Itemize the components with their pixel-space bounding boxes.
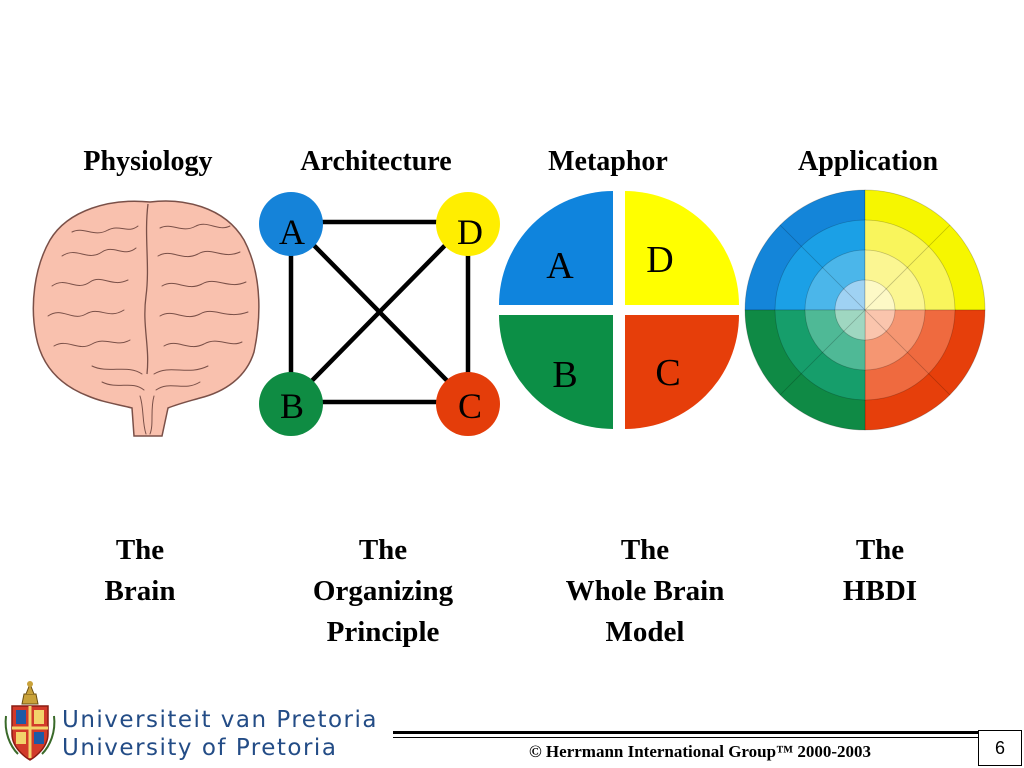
arch-node-a: A	[259, 192, 323, 256]
arch-node-c: C	[436, 372, 500, 436]
university-name-english: University of Pretoria	[62, 735, 338, 761]
hbdi-spoke	[864, 309, 951, 396]
whole-brain-model: A D B C	[499, 191, 739, 429]
caption-organizing-line-1: The	[358, 534, 408, 566]
hbdi-segment-a-ring-4	[834, 279, 866, 311]
heading-physiology: Physiology	[83, 146, 213, 177]
arch-node-a-label: A	[279, 212, 305, 252]
caption-brain-line-1: The	[115, 534, 165, 566]
hbdi-segment-d-ring-4	[864, 279, 896, 311]
caption-the-hbdi: The HBDI	[810, 530, 950, 612]
caption-brain-line-2: Brain	[104, 575, 176, 607]
metaphor-label-c: C	[655, 352, 680, 394]
heading-architecture: Architecture	[300, 146, 452, 177]
caption-organizing-line-2: Organizing	[312, 575, 454, 607]
architecture-diagram: A D B C	[259, 192, 500, 436]
caption-organizing-principle: The Organizing Principle	[288, 530, 478, 653]
metaphor-quadrant-a	[499, 191, 613, 305]
hbdi-spoke	[779, 309, 866, 396]
hbdi-spoke	[864, 224, 951, 311]
footer-rule-thin	[393, 737, 978, 738]
metaphor-quadrant-b	[499, 315, 613, 429]
caption-whole-brain-line-2: Whole Brain	[565, 575, 725, 607]
copyright-notice: © Herrmann International Group™ 2000-200…	[528, 742, 871, 761]
university-crest	[4, 681, 56, 761]
metaphor-label-b: B	[552, 354, 577, 396]
caption-whole-brain-line-1: The	[620, 534, 670, 566]
hbdi-segment-c-ring-4	[864, 309, 896, 341]
arch-node-b-label: B	[280, 386, 304, 426]
metaphor-quadrant-c	[625, 315, 739, 429]
metaphor-label-a: A	[546, 245, 574, 287]
page-number: 6	[978, 730, 1022, 766]
arch-node-c-label: C	[458, 386, 482, 426]
caption-the-brain: The Brain	[70, 530, 210, 612]
hbdi-segment-b-ring-4	[834, 309, 866, 341]
arch-node-d: D	[436, 192, 500, 256]
heading-application: Application	[797, 146, 939, 177]
brain-illustration	[32, 200, 260, 437]
arch-node-d-label: D	[457, 212, 483, 252]
metaphor-label-d: D	[646, 239, 673, 281]
hbdi-profile-grid	[744, 189, 986, 431]
caption-hbdi-line-1: The	[855, 534, 905, 566]
architecture-connections	[288, 219, 471, 405]
university-name-afrikaans: Universiteit van Pretoria	[62, 707, 378, 733]
heading-metaphor: Metaphor	[548, 146, 668, 177]
arch-node-b: B	[259, 372, 323, 436]
caption-whole-brain-line-3: Model	[605, 616, 685, 648]
footer-rule-thick	[393, 731, 978, 734]
caption-hbdi-line-2: HBDI	[842, 575, 918, 607]
hbdi-spoke	[779, 224, 866, 311]
caption-organizing-line-3: Principle	[326, 616, 440, 648]
metaphor-quadrant-d	[625, 191, 739, 305]
caption-whole-brain-model: The Whole Brain Model	[540, 530, 750, 653]
